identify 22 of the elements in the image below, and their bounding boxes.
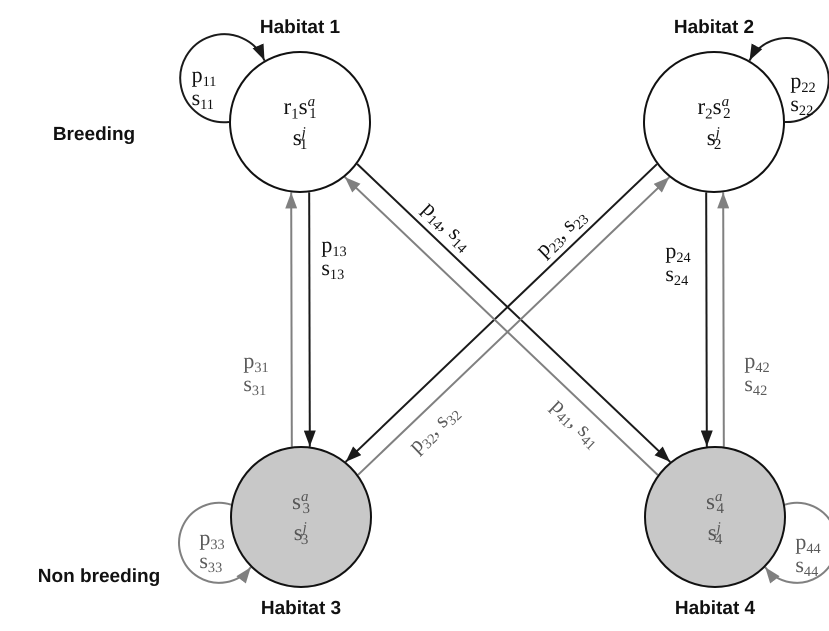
habitat-heading: Habitat 3: [260, 598, 342, 620]
habitat-heading: Habitat 1: [260, 17, 340, 39]
edge-label: p$_{13}$ s$_{13}$: [321, 232, 347, 280]
edge-label: p$_{31}$ s$_{31}$: [243, 348, 269, 396]
row-label: Breeding: [52, 124, 136, 146]
habitat-heading: Habitat 4: [674, 598, 756, 620]
arrow: [285, 192, 298, 447]
edge-label: p$_{44}$ s$_{44}$: [795, 530, 821, 576]
self-loop-arrow: [178, 502, 252, 584]
row-label: Non breeding: [38, 566, 160, 588]
habitat-heading: Habitat 2: [674, 17, 754, 39]
self-loop-arrow: [764, 502, 829, 584]
edge-label: p$_{42}$ s$_{42}$: [744, 348, 770, 396]
self-loop-arrow: [748, 37, 829, 123]
arrow: [700, 192, 713, 446]
edge-label: p$_{22}$ s$_{22}$: [790, 68, 816, 116]
arrow: [717, 192, 730, 447]
self-loop-arrow: [179, 33, 266, 124]
edge-label: p$_{33}$ s$_{33}$: [199, 526, 225, 572]
edge-label: p$_{11}$ s$_{11}$: [192, 62, 216, 110]
edge-label: p$_{24}$ s$_{24}$: [665, 238, 691, 286]
arrow: [304, 192, 316, 447]
